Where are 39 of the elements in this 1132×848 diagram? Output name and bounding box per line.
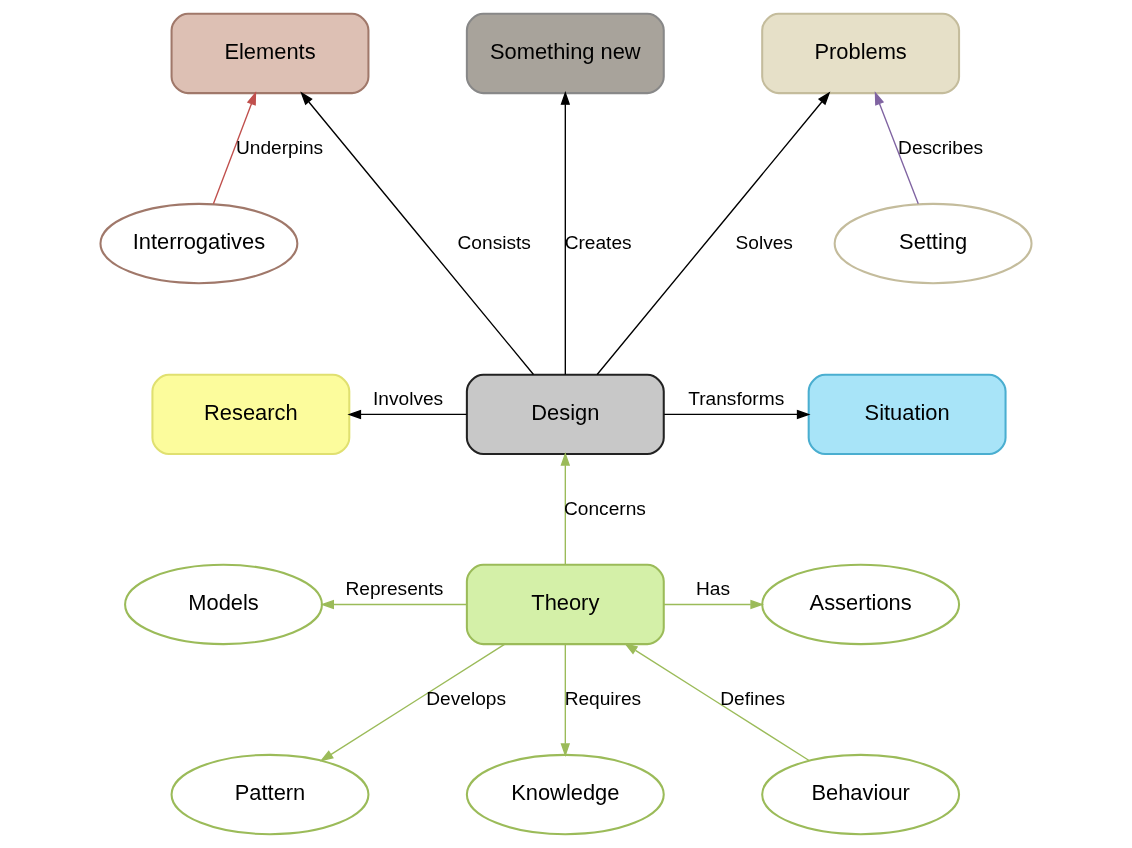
- node-box: Elements: [170, 12, 370, 95]
- node-ellipse: Behaviour: [761, 753, 961, 836]
- arrow: [347, 409, 468, 420]
- edge-label: Consists: [457, 231, 531, 253]
- arrow: [663, 599, 765, 610]
- edge-label: Defines: [720, 687, 786, 709]
- node-ellipse: Setting: [833, 202, 1033, 285]
- arrow: [319, 643, 506, 762]
- edge-label: Describes: [898, 136, 984, 158]
- arrow: [560, 643, 571, 757]
- edge-label: Requires: [564, 687, 642, 709]
- arrow: [874, 91, 919, 205]
- arrow: [624, 643, 810, 762]
- arrow: [663, 409, 811, 420]
- arrow: [300, 91, 535, 376]
- arrow: [212, 91, 257, 205]
- node-box: Research: [151, 373, 351, 456]
- node-ellipse: Models: [124, 563, 323, 646]
- node-box: Problems: [761, 12, 961, 95]
- edge-label: Develops: [426, 687, 507, 709]
- arrow: [596, 91, 831, 376]
- edge-label: Underpins: [235, 136, 324, 158]
- edge-label: Transforms: [688, 388, 785, 410]
- node-ellipse: Pattern: [170, 753, 370, 836]
- node-box: Situation: [807, 373, 1007, 456]
- node-box: Theory: [465, 563, 665, 646]
- node-ellipse: Interrogatives: [99, 202, 299, 285]
- node-ellipse: Knowledge: [465, 753, 665, 836]
- edge-label: Represents: [345, 578, 444, 600]
- node-ellipse: Assertions: [761, 563, 961, 646]
- edge-label: Creates: [564, 231, 632, 253]
- edge-label: Has: [695, 578, 730, 600]
- arrow: [320, 599, 468, 610]
- edge-label: Solves: [735, 231, 793, 253]
- node-box: Something new: [465, 12, 665, 95]
- edge-label: Involves: [373, 388, 444, 410]
- arrow: [560, 452, 571, 566]
- node-box: Design: [465, 373, 665, 456]
- arrow: [560, 91, 571, 376]
